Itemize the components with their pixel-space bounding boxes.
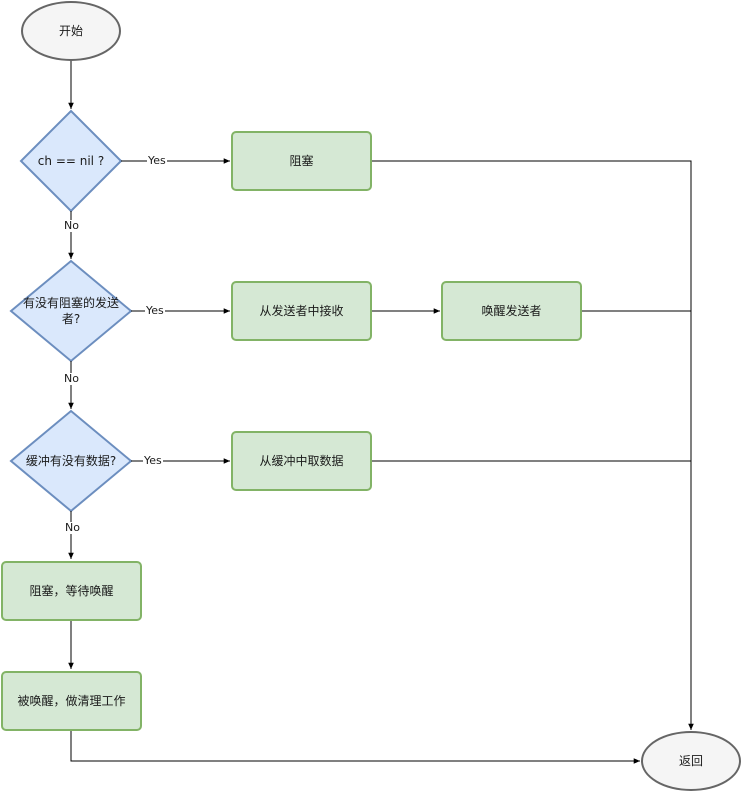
process-woken-cleanup: 被唤醒，做清理工作 bbox=[1, 671, 142, 731]
edge-label-sender-yes: Yes bbox=[145, 304, 165, 317]
process-recv-from-sender-label: 从发送者中接收 bbox=[259, 304, 344, 318]
edge-label-nil-no: No bbox=[63, 219, 80, 232]
process-recv-from-sender: 从发送者中接收 bbox=[231, 281, 372, 341]
start-label: 开始 bbox=[58, 24, 83, 38]
start-node: 开始 bbox=[21, 1, 121, 61]
edge-label-sender-no: No bbox=[63, 372, 80, 385]
decision-check-buffer-label: 缓冲有没有数据? bbox=[25, 454, 117, 468]
process-woken-cleanup-label: 被唤醒，做清理工作 bbox=[17, 694, 126, 708]
decision-check-nil-label: ch == nil ? bbox=[37, 154, 105, 168]
edge-block-to-return bbox=[371, 160, 694, 730]
process-wake-sender-label: 唤醒发送者 bbox=[481, 304, 542, 318]
edge-label-buffer-yes: Yes bbox=[143, 454, 163, 467]
decision-check-nil: ch == nil ? bbox=[21, 141, 121, 181]
process-block: 阻塞 bbox=[231, 131, 372, 191]
process-recv-from-buffer-label: 从缓冲中取数据 bbox=[259, 454, 344, 468]
decision-check-sender-label: 有没有阻塞的发送者? bbox=[22, 296, 119, 326]
edge-label-buffer-no: No bbox=[64, 521, 81, 534]
process-block-wait: 阻塞，等待唤醒 bbox=[1, 561, 142, 621]
edge-label-nil-yes: Yes bbox=[147, 154, 167, 167]
edge-cleanup-to-return bbox=[70, 731, 640, 764]
return-node: 返回 bbox=[641, 731, 741, 791]
process-block-label: 阻塞 bbox=[289, 154, 314, 168]
decision-check-sender: 有没有阻塞的发送者? bbox=[13, 291, 129, 331]
return-label: 返回 bbox=[678, 754, 703, 768]
process-recv-from-buffer: 从缓冲中取数据 bbox=[231, 431, 372, 491]
process-wake-sender: 唤醒发送者 bbox=[441, 281, 582, 341]
decision-check-buffer: 缓冲有没有数据? bbox=[5, 441, 137, 481]
process-block-wait-label: 阻塞，等待唤醒 bbox=[29, 584, 114, 598]
